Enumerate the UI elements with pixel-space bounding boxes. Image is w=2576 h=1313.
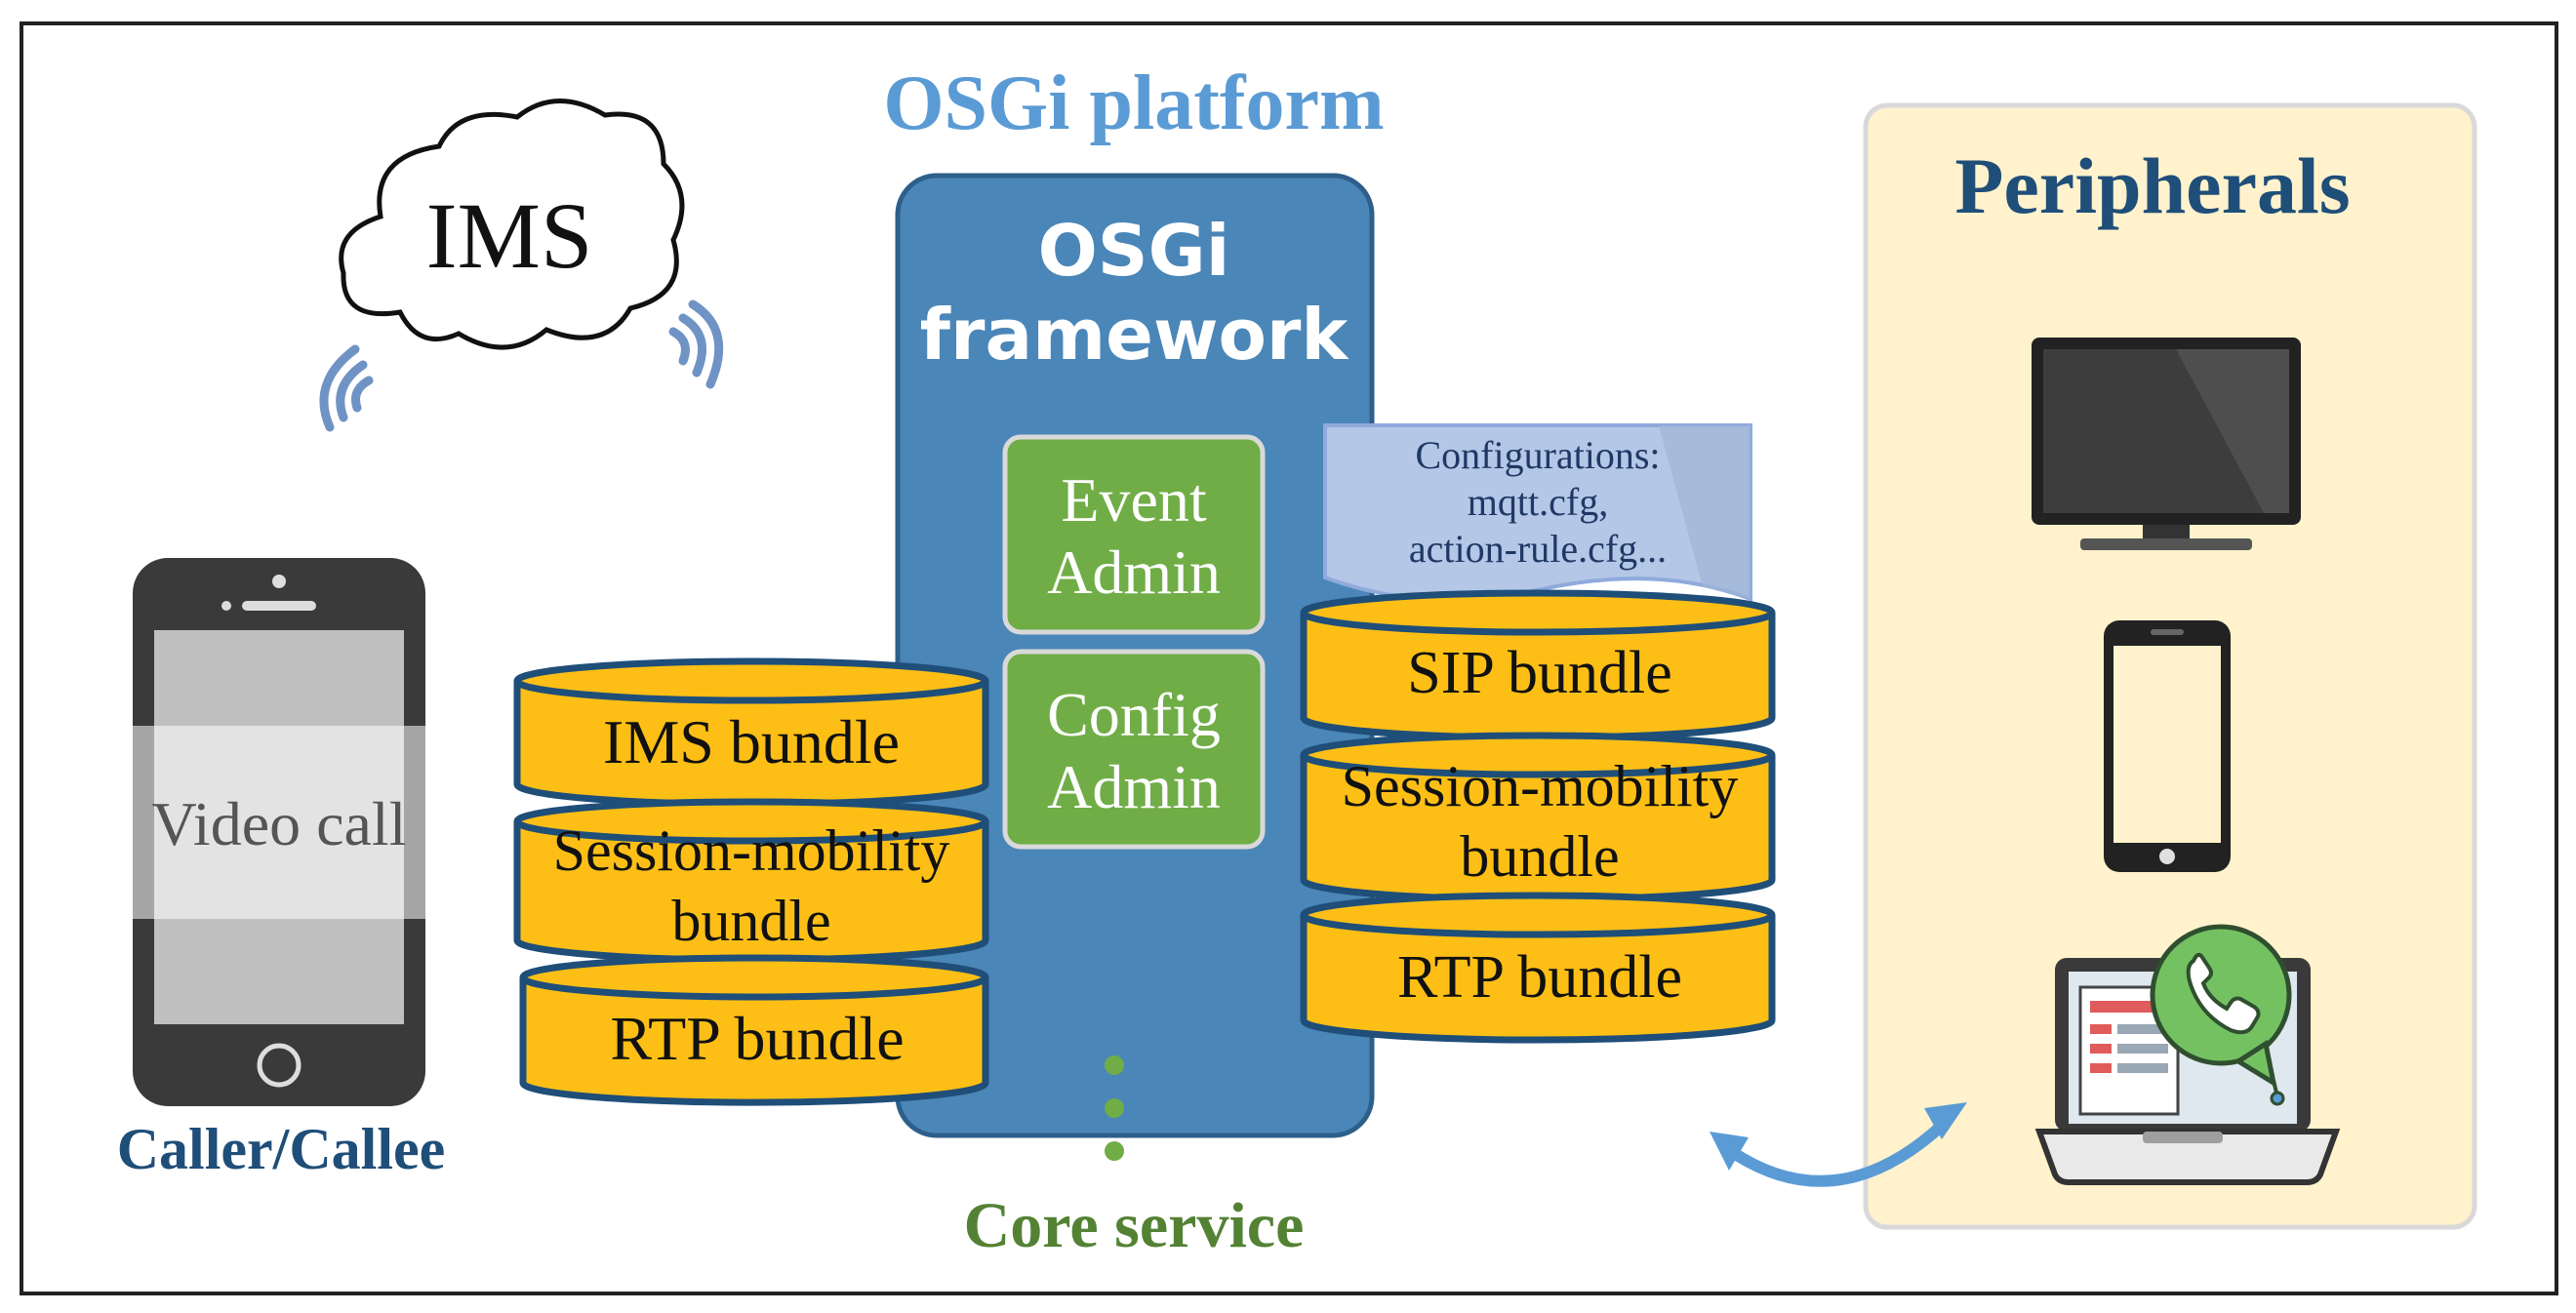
monitor-icon [2032, 338, 2301, 550]
framework-title-line2: framework [920, 294, 1350, 376]
configurations-line2: mqtt.cfg, [1468, 480, 1608, 524]
right-bundle-session-mobility-line1: Session-mobility [1342, 754, 1739, 818]
configurations-line3: action-rule.cfg... [1409, 527, 1667, 571]
left-bundle-ims-label: IMS bundle [603, 707, 900, 776]
smartphone-icon [2104, 620, 2231, 872]
config-admin-box [1002, 649, 1266, 850]
ims-cloud [339, 99, 685, 350]
laptop-whatsapp-icon [2034, 924, 2341, 1185]
phone-call-icon [2186, 952, 2261, 1035]
configurations-line1: Configurations: [1415, 433, 1660, 477]
right-bundle-sip-label: SIP bundle [1407, 640, 1672, 706]
right-bundle-rtp [1300, 892, 1776, 1044]
right-bundle-sip [1300, 589, 1776, 741]
double-arrow-icon [1710, 1102, 1967, 1187]
continuation-dots [1105, 1055, 1124, 1161]
video-call-overlay [68, 726, 490, 919]
left-bundle-session-mobility-line1: Session-mobility [553, 818, 950, 883]
configurations-document [1323, 423, 1752, 602]
wifi-signal-icon [668, 299, 724, 389]
left-bundle-session-mobility [513, 798, 989, 964]
left-bundle-ims [513, 657, 989, 808]
event-admin-line2: Admin [1047, 537, 1221, 607]
core-service-label: Core service [964, 1190, 1305, 1261]
framework-title-line1: OSGi [1038, 210, 1230, 292]
event-admin-box [1002, 434, 1266, 635]
left-bundle-rtp [519, 954, 989, 1106]
config-admin-line2: Admin [1047, 752, 1221, 821]
wifi-signal-icon [319, 344, 374, 432]
peripherals-title: Peripherals [1954, 141, 2350, 230]
platform-title: OSGi platform [883, 60, 1384, 146]
video-call-label: Video call [152, 789, 407, 858]
event-admin-line1: Event [1061, 465, 1207, 535]
left-bundle-session-mobility-line2: bundle [671, 889, 830, 953]
right-bundle-rtp-label: RTP bundle [1397, 944, 1682, 1011]
config-admin-line1: Config [1047, 680, 1221, 749]
left-bundle-rtp-label: RTP bundle [610, 1004, 904, 1073]
right-bundle-session-mobility-line2: bundle [1460, 824, 1619, 889]
ims-cloud-label: IMS [426, 183, 593, 288]
caller-callee-label: Caller/Callee [117, 1117, 446, 1181]
